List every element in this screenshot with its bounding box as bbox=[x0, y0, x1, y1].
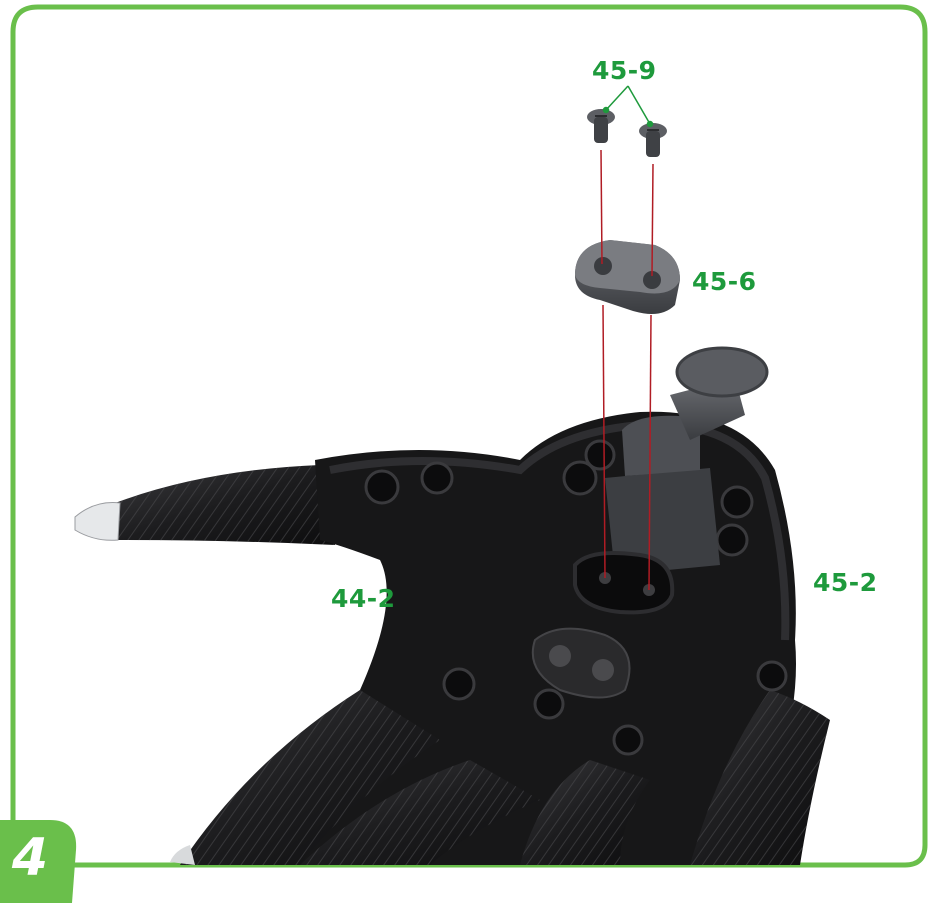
label-45-6: 45-6 bbox=[692, 267, 757, 296]
label-44-2: 44-2 bbox=[331, 584, 396, 613]
label-45-2: 45-2 bbox=[813, 568, 878, 597]
step-number: 4 bbox=[0, 828, 60, 888]
screws-45-9 bbox=[587, 109, 667, 157]
plate-recess bbox=[575, 553, 672, 612]
plate-part-45-6 bbox=[575, 240, 680, 314]
screw bbox=[587, 109, 615, 143]
hand-palm-part bbox=[75, 348, 830, 865]
fingernail bbox=[75, 503, 120, 541]
label-45-9: 45-9 bbox=[592, 56, 657, 85]
screw bbox=[639, 123, 667, 157]
